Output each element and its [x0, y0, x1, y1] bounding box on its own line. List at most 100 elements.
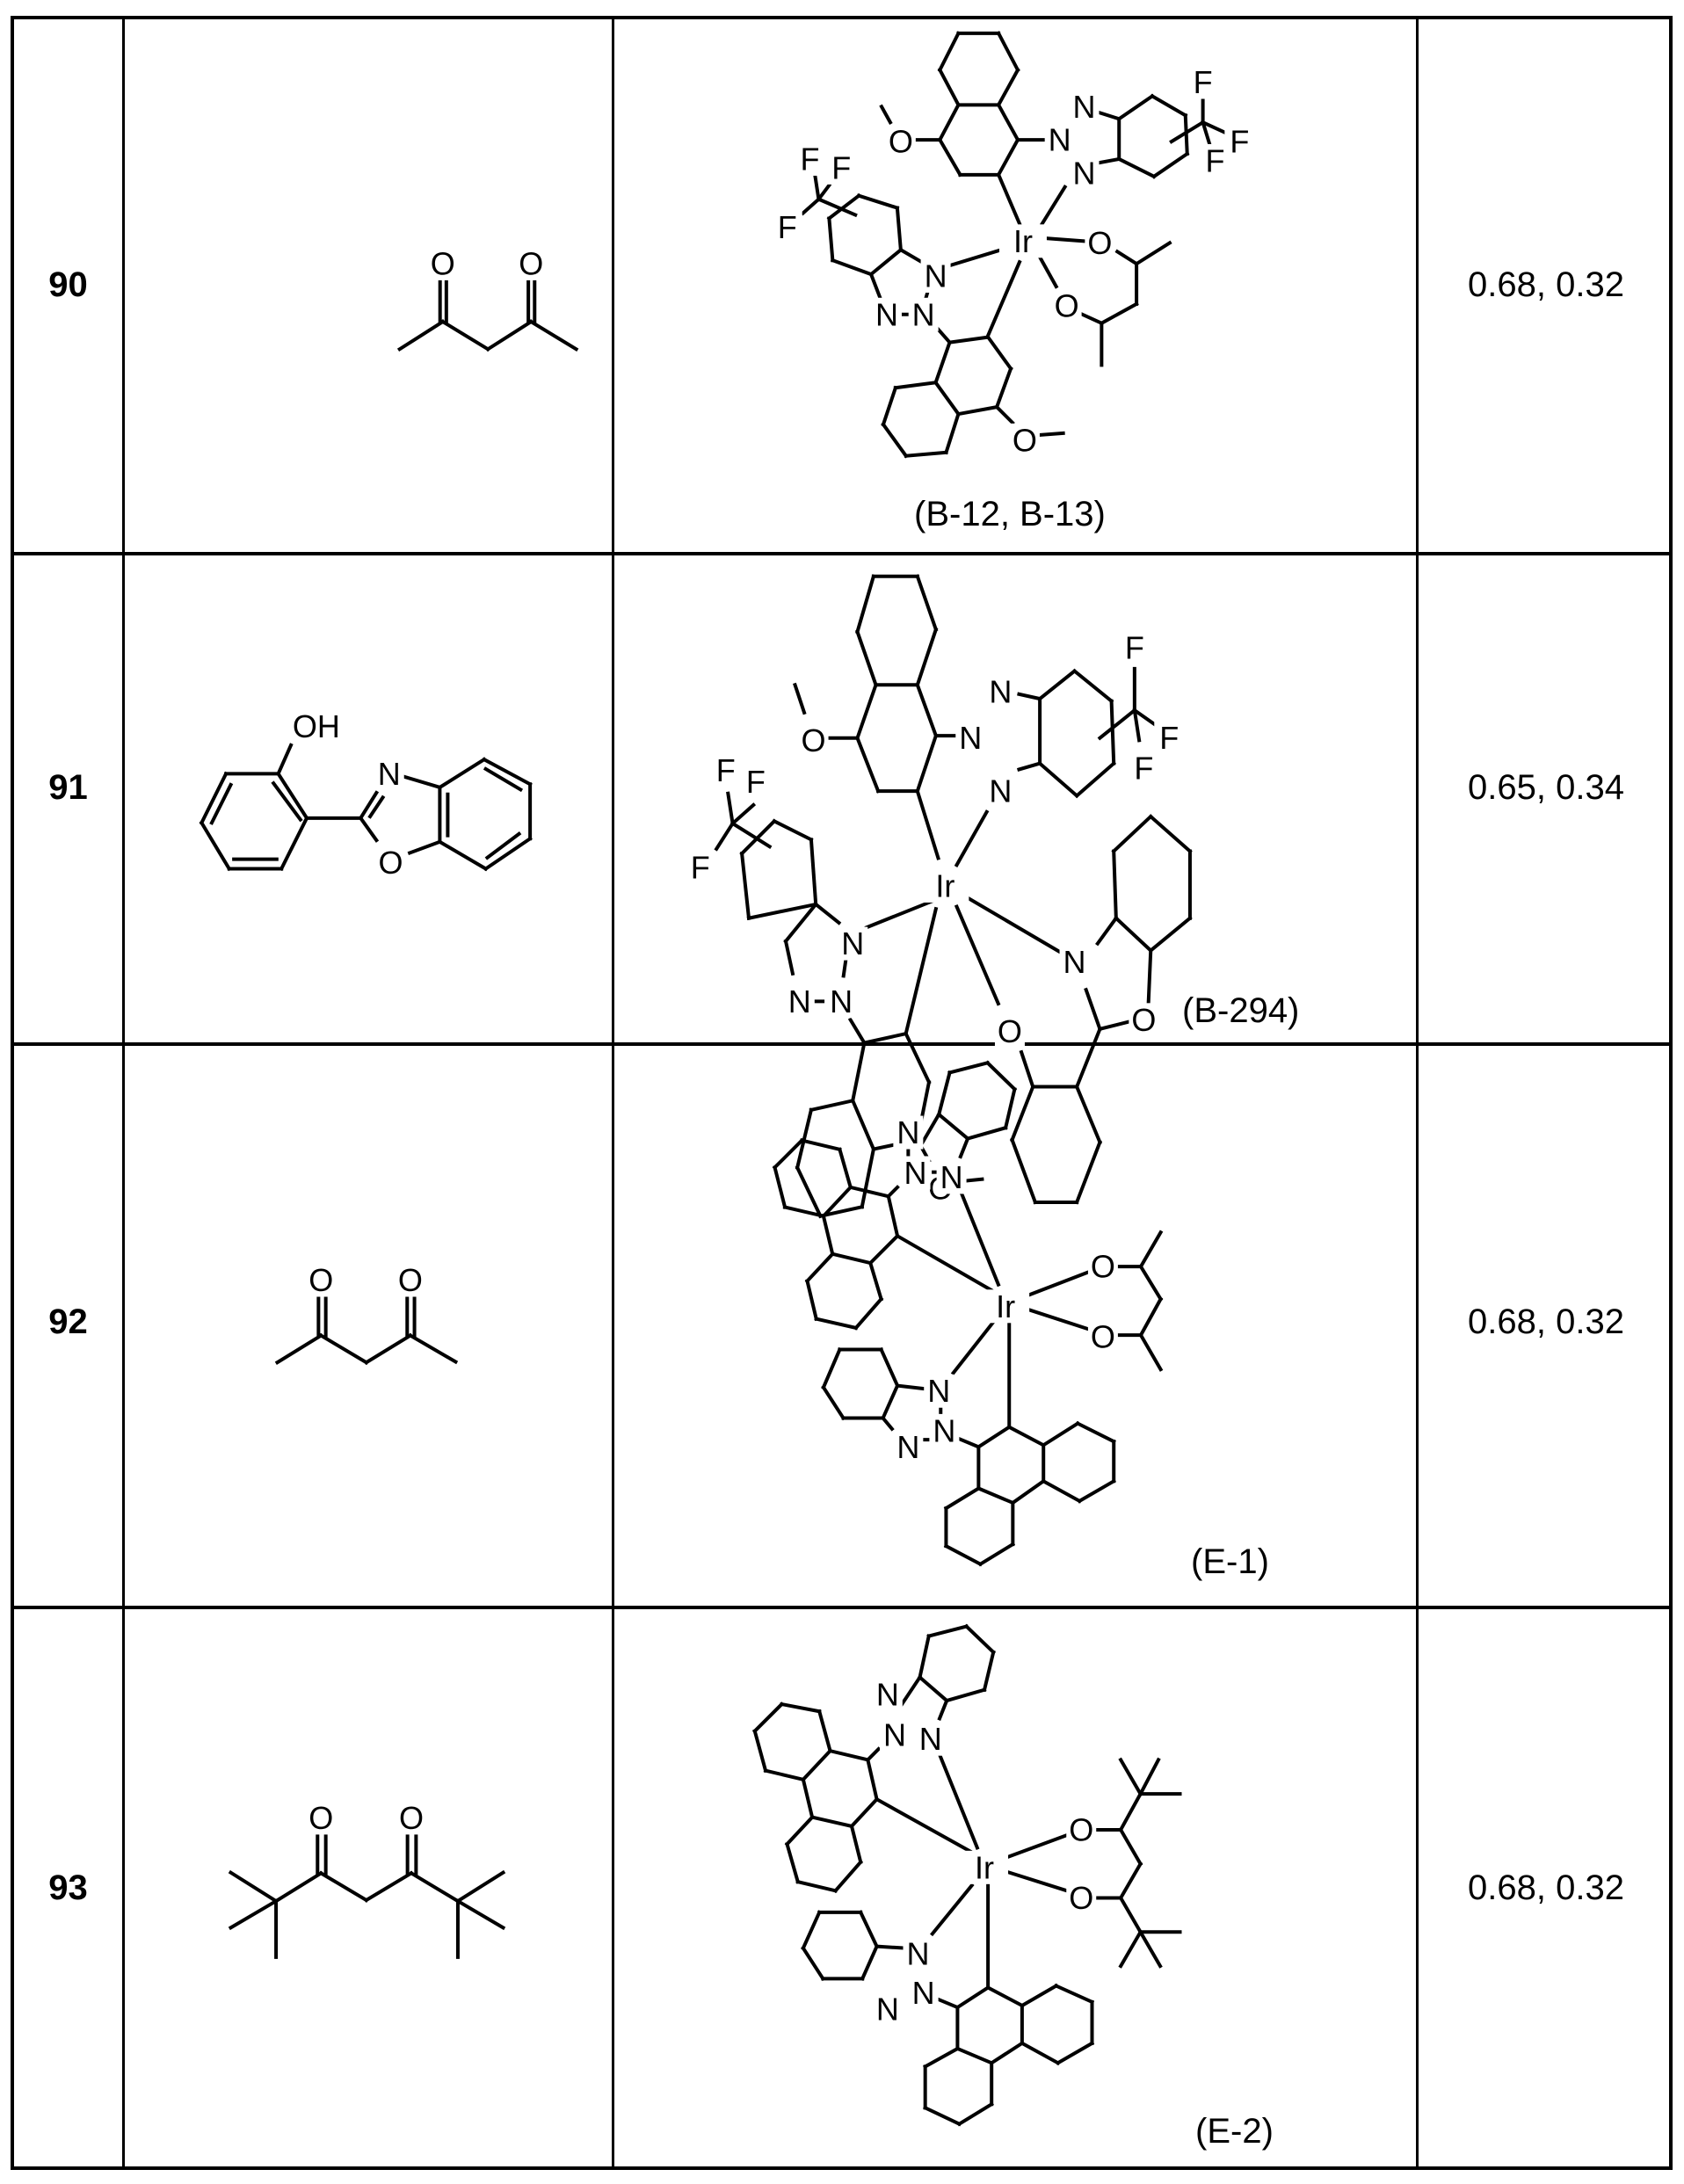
bond — [801, 1945, 826, 1982]
atom-label: N — [907, 1935, 930, 1971]
bond — [955, 1435, 981, 1449]
bond — [1054, 1983, 1095, 2005]
bond — [809, 1815, 854, 1829]
compound-label: (E-1) — [1191, 1542, 1269, 1581]
row-divider — [11, 1042, 1673, 1046]
atom-label: F — [1230, 124, 1249, 160]
bond — [528, 319, 579, 352]
bond — [1169, 120, 1206, 144]
bond — [954, 903, 1001, 1006]
bond — [1150, 93, 1188, 119]
bond — [849, 1824, 863, 1865]
bond — [955, 2046, 994, 2065]
bond — [895, 1233, 994, 1293]
atom-label: F — [716, 752, 736, 788]
bond — [408, 1332, 459, 1365]
bond — [1114, 249, 1139, 266]
atom-label: N — [896, 1114, 919, 1150]
bond — [982, 1650, 996, 1693]
atom-label: N — [378, 756, 401, 792]
atom-label: N — [1049, 122, 1071, 158]
bond — [821, 1214, 835, 1257]
bond — [947, 335, 991, 345]
bond — [918, 1634, 932, 1680]
bond — [930, 1883, 975, 1937]
bond — [318, 1870, 369, 1903]
bond — [1016, 761, 1042, 772]
bond — [1137, 1929, 1163, 1969]
bond — [795, 1879, 838, 1893]
bond — [746, 902, 818, 921]
atom-label: F — [1134, 750, 1153, 786]
bond — [483, 766, 524, 793]
bond — [858, 1910, 880, 1949]
bond — [864, 897, 939, 930]
bond — [1138, 1264, 1164, 1302]
compound-number: 93 — [48, 1868, 88, 1907]
bond — [1010, 1478, 1047, 1506]
atom-label: N — [912, 1975, 935, 2011]
bond — [1041, 1478, 1082, 1504]
bond — [1037, 668, 1078, 701]
atom-label: O — [998, 1013, 1022, 1049]
bond — [485, 319, 534, 352]
atom-label: O — [308, 1262, 333, 1298]
bond — [821, 1384, 846, 1421]
bond — [950, 1319, 996, 1376]
bond — [1137, 1757, 1161, 1796]
bond — [893, 381, 938, 390]
atom-label: F — [778, 209, 797, 245]
bond — [886, 1194, 900, 1238]
bond — [937, 1752, 980, 1850]
bond — [965, 1125, 1008, 1141]
bond — [396, 319, 446, 352]
bond — [850, 1041, 867, 1103]
bond — [795, 1165, 824, 1219]
bond — [915, 627, 939, 687]
compound-number: 90 — [48, 265, 88, 304]
bond — [976, 1485, 1015, 1506]
bond — [364, 1870, 414, 1903]
bond — [274, 1332, 324, 1365]
bond — [1099, 301, 1139, 326]
atom-label: N — [1063, 944, 1086, 980]
bond — [1132, 707, 1142, 743]
bond — [861, 1031, 909, 1046]
bond — [937, 67, 962, 108]
compound-label: (B-12, B-13) — [914, 495, 1106, 533]
bond — [854, 736, 881, 794]
bond — [1112, 849, 1118, 920]
atom-label: OH — [293, 708, 340, 744]
bond — [934, 325, 953, 345]
bond — [1132, 707, 1160, 729]
bond — [868, 247, 904, 277]
bond — [937, 102, 962, 142]
atom-label: N — [876, 1677, 899, 1713]
bond — [898, 247, 925, 265]
atom-label: N — [940, 1159, 963, 1195]
atom-label: N — [989, 674, 1012, 710]
bond — [865, 1757, 879, 1802]
bond — [1097, 707, 1137, 741]
bond — [933, 1996, 961, 2010]
bond — [801, 1748, 833, 1782]
bond — [994, 366, 1013, 410]
bond — [1183, 113, 1189, 156]
bond — [1116, 93, 1155, 122]
bond — [809, 1098, 855, 1113]
bond — [904, 450, 948, 458]
bond — [830, 258, 874, 277]
bond — [958, 1136, 970, 1159]
bond — [881, 422, 909, 459]
column-divider — [122, 16, 125, 2170]
bond — [407, 839, 442, 856]
bond — [780, 1701, 822, 1714]
bond — [782, 1205, 826, 1219]
bond — [1074, 1140, 1103, 1205]
bond — [437, 839, 489, 872]
bond — [1036, 252, 1059, 289]
bond — [199, 820, 232, 872]
bond — [1074, 760, 1117, 799]
